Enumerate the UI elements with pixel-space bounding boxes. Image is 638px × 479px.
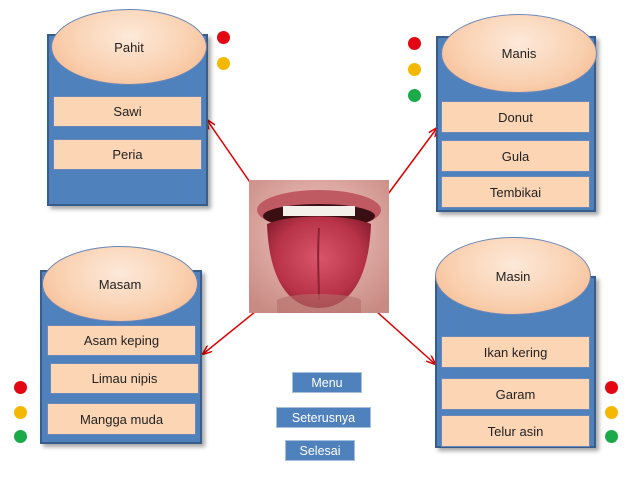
menu-button[interactable]: Menu xyxy=(292,372,362,393)
item-donut[interactable]: Donut xyxy=(441,101,590,133)
item-gula[interactable]: Gula xyxy=(441,140,590,172)
red-dot-icon xyxy=(408,37,421,50)
item-limau-nipis[interactable]: Limau nipis xyxy=(50,363,199,394)
done-button[interactable]: Selesai xyxy=(285,440,355,461)
item-telur-asin[interactable]: Telur asin xyxy=(441,415,590,447)
item-sawi[interactable]: Sawi xyxy=(53,96,202,127)
red-dot-icon xyxy=(605,381,618,394)
oval-pahit: Pahit xyxy=(51,9,207,85)
amber-dot-icon xyxy=(605,406,618,419)
item-asam-keping[interactable]: Asam keping xyxy=(47,325,196,356)
green-dot-icon xyxy=(14,430,27,443)
amber-dot-icon xyxy=(408,63,421,76)
oval-masin: Masin xyxy=(435,237,591,315)
item-garam[interactable]: Garam xyxy=(441,378,590,410)
red-dot-icon xyxy=(14,381,27,394)
next-button[interactable]: Seterusnya xyxy=(276,407,371,428)
green-dot-icon xyxy=(408,89,421,102)
tongue-image xyxy=(249,180,389,313)
green-dot-icon xyxy=(605,430,618,443)
oval-masam: Masam xyxy=(42,246,198,322)
item-ikan-kering[interactable]: Ikan kering xyxy=(441,336,590,368)
red-dot-icon xyxy=(217,31,230,44)
amber-dot-icon xyxy=(14,406,27,419)
item-peria[interactable]: Peria xyxy=(53,139,202,170)
oval-manis: Manis xyxy=(441,14,597,93)
item-mangga-muda[interactable]: Mangga muda xyxy=(47,403,196,435)
item-tembikai[interactable]: Tembikai xyxy=(441,176,590,208)
amber-dot-icon xyxy=(217,57,230,70)
